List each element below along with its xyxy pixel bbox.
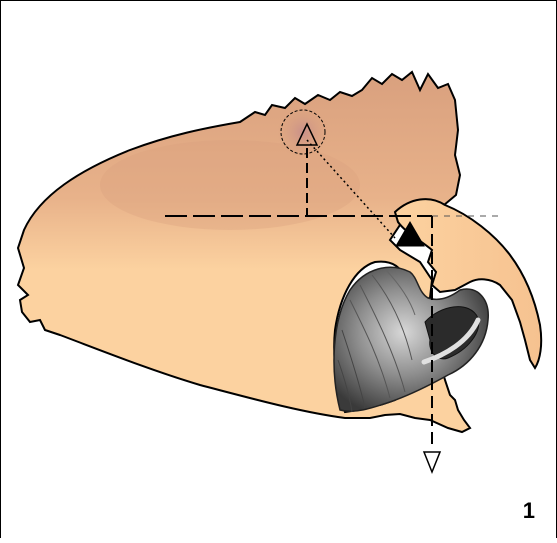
shell-icon	[334, 267, 488, 412]
open-triangle-down-icon	[424, 452, 440, 472]
panel-number: 1	[523, 498, 535, 524]
